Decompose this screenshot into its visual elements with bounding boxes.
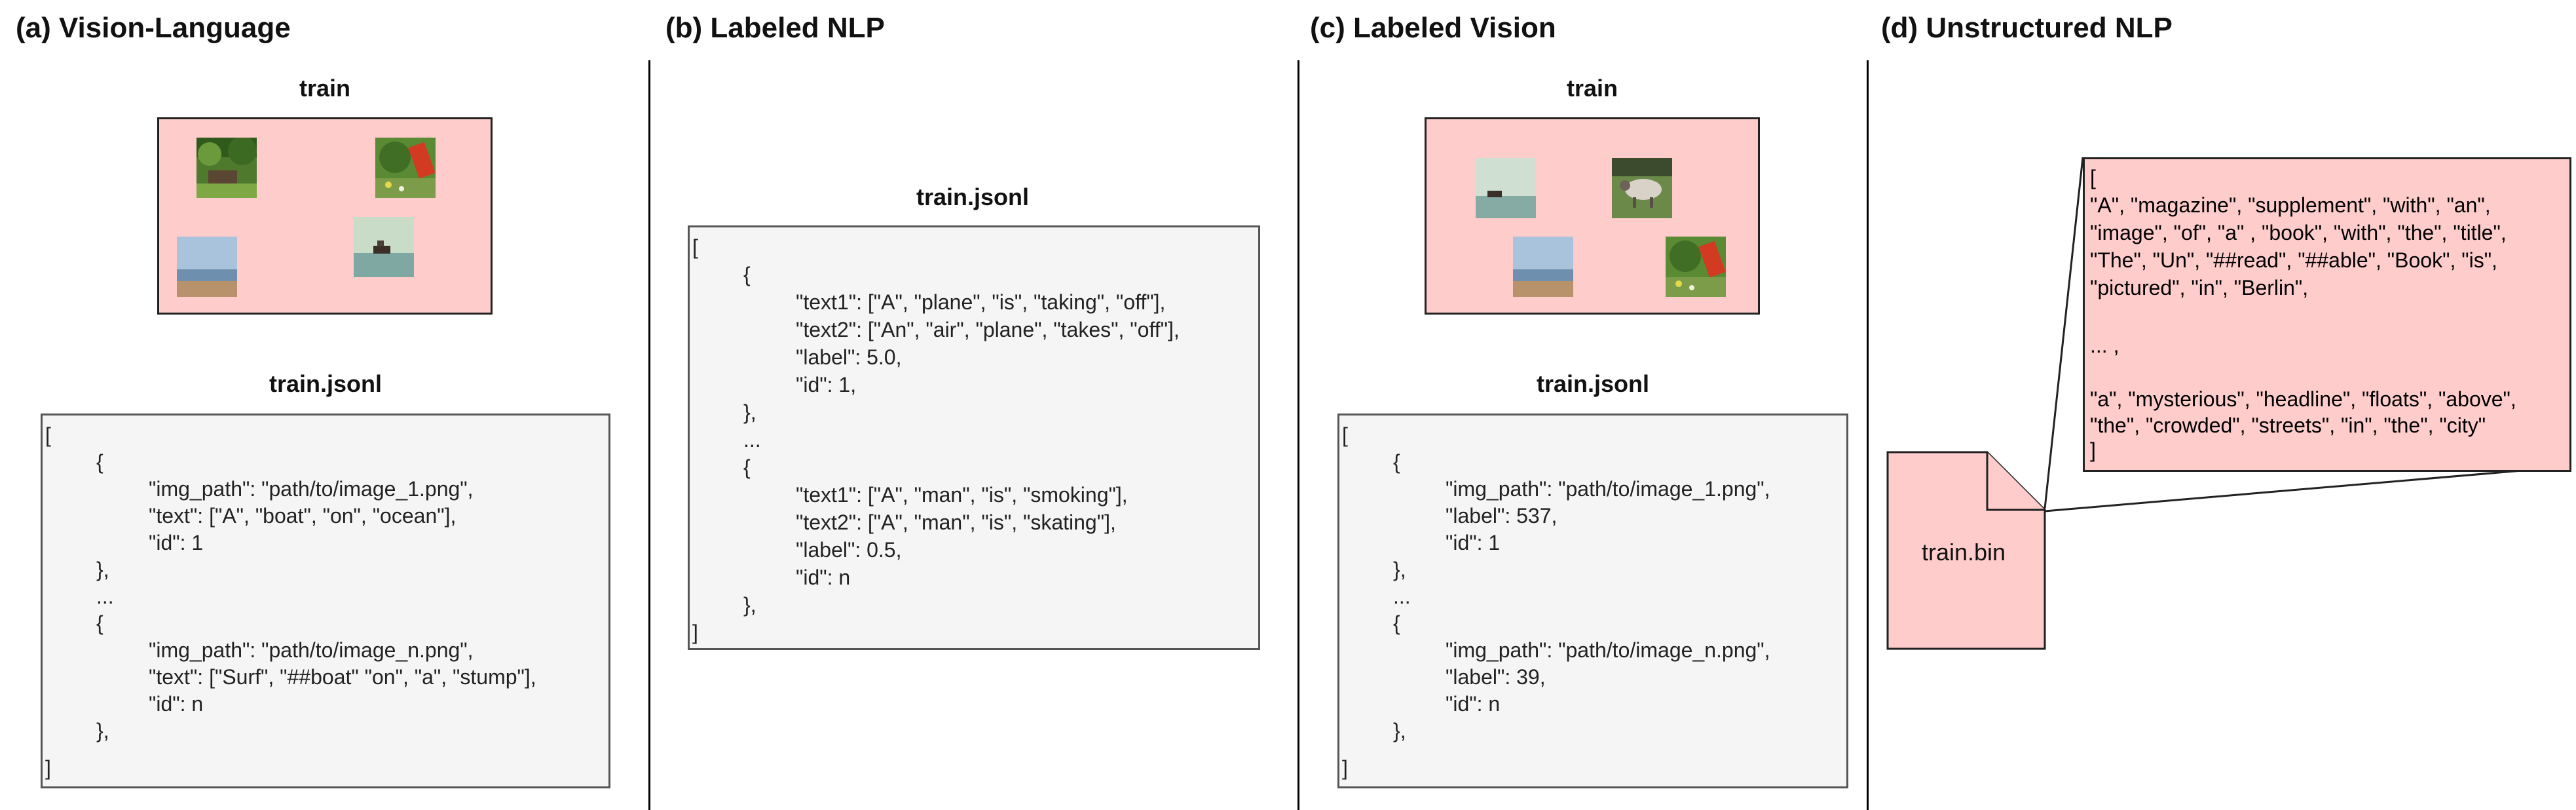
json-line: "img_path": "path/to/image_n.png",	[149, 638, 474, 662]
json-line: {	[1393, 450, 1400, 474]
json-line: [	[45, 423, 51, 447]
sheep-photo	[1612, 158, 1672, 218]
json-line: ]	[45, 756, 51, 780]
json-line: [	[692, 235, 698, 259]
panel-a-image-set	[157, 117, 493, 315]
bench-flowers-photo	[1666, 237, 1726, 297]
json-line: "id": 1	[149, 531, 204, 554]
text-line: "image", "of", "a" , "book", "with", "th…	[2090, 221, 2507, 244]
panel-c-title: (c) Labeled Vision	[1310, 12, 1556, 44]
json-line: "id": n	[796, 566, 851, 589]
panel-a-image-label: train	[299, 75, 350, 102]
json-line: },	[743, 593, 756, 617]
json-line: "text1": ["A", "plane", "is", "taking", …	[796, 290, 1166, 314]
text-line: ]	[2090, 438, 2096, 462]
divider-bc	[1297, 60, 1299, 810]
json-line: {	[1393, 611, 1400, 635]
json-line: },	[743, 400, 756, 424]
json-line: },	[96, 719, 109, 742]
bench-flowers-photo	[375, 138, 436, 198]
panel-b-title: (b) Labeled NLP	[665, 12, 885, 44]
json-line: },	[1393, 558, 1406, 581]
json-line: "img_path": "path/to/image_1.png",	[1446, 477, 1770, 501]
json-line: },	[1393, 719, 1406, 742]
panel-c-image-label: train	[1566, 75, 1618, 102]
boat-on-sea-photo	[354, 217, 414, 277]
json-line: ...	[743, 428, 761, 452]
json-line: "id": n	[1446, 692, 1501, 716]
panel-d-title: (d) Unstructured NLP	[1881, 12, 2173, 44]
panel-b-json-box: [ { "text1": ["A", "plane", "is", "takin…	[688, 225, 1260, 650]
panel-d-text-box: [ "A", "magazine", "supplement", "with",…	[2083, 157, 2571, 472]
text-line: "the", "crowded", "streets", "in", "the"…	[2090, 414, 2486, 437]
json-line: "label": 0.5,	[796, 538, 902, 562]
json-line: "text2": ["An", "air", "plane", "takes",…	[796, 318, 1180, 341]
json-line: ]	[692, 621, 698, 644]
text-line: "The", "Un", "##read", "##able", "Book",…	[2090, 248, 2497, 272]
json-line: "text1": ["A", "man", "is", "smoking"],	[796, 483, 1128, 507]
json-line: "text": ["A", "boat", "on", "ocean"],	[149, 504, 457, 528]
panel-b-file-label: train.jsonl	[916, 183, 1030, 210]
json-line: ...	[96, 585, 114, 608]
panel-c-file-label: train.jsonl	[1536, 370, 1650, 397]
json-line: "img_path": "path/to/image_n.png",	[1446, 638, 1770, 662]
panel-a-title: (a) Vision-Language	[16, 12, 291, 44]
json-line: ...	[1393, 585, 1411, 608]
json-line: },	[96, 558, 109, 581]
json-line: {	[743, 263, 751, 286]
forest-photo	[196, 138, 257, 198]
text-line: ... ,	[2090, 334, 2119, 357]
json-line: "id": 1,	[796, 373, 857, 396]
callout-line-top	[2044, 157, 2084, 509]
json-line: "id": n	[149, 692, 204, 716]
callout-line-bottom	[2044, 465, 2569, 512]
panel-c-json-box: [ { "img_path": "path/to/image_1.png", "…	[1337, 414, 1848, 788]
document-label: train.bin	[1922, 539, 2006, 566]
json-line: [	[1342, 423, 1348, 447]
json-line: "text2": ["A", "man", "is", "skating"],	[796, 511, 1116, 534]
json-line: "label": 5.0,	[796, 345, 902, 369]
text-line: [	[2090, 166, 2096, 189]
json-line: "id": 1	[1446, 531, 1501, 554]
document-fold	[1986, 452, 2045, 511]
divider-ab	[648, 60, 650, 810]
json-line: {	[96, 611, 103, 635]
text-line: "pictured", "in", "Berlin",	[2090, 276, 2309, 299]
json-line: ]	[1342, 756, 1348, 780]
beach-photo	[177, 237, 237, 297]
beach-photo	[1513, 237, 1573, 297]
text-line: "A", "magazine", "supplement", "with", "…	[2090, 193, 2491, 217]
text-line: "a", "mysterious", "headline", "floats",…	[2090, 387, 2516, 411]
json-line: "img_path": "path/to/image_1.png",	[149, 477, 474, 501]
json-line: "label": 39,	[1446, 665, 1546, 689]
json-line: {	[96, 450, 103, 474]
boat-on-sea-photo	[1476, 158, 1536, 218]
json-line: {	[743, 455, 751, 479]
panel-a-file-label: train.jsonl	[269, 370, 383, 397]
divider-cd	[1867, 60, 1869, 810]
panel-c-image-set	[1425, 117, 1760, 315]
panel-a-json-box: [ { "img_path": "path/to/image_1.png", "…	[41, 414, 610, 788]
json-line: "label": 537,	[1446, 504, 1558, 528]
json-line: "text": ["Surf", "##boat" "on", "a", "st…	[149, 665, 536, 689]
